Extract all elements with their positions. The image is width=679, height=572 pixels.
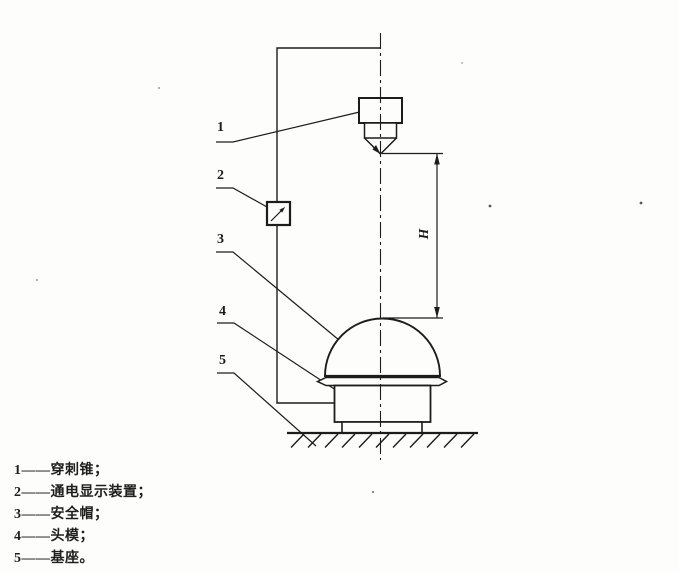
callout-4: 4	[219, 304, 226, 319]
legend-item-3: 3——安全帽；	[14, 507, 109, 522]
legend-item-1: 1——穿刺锥；	[14, 463, 109, 478]
helmet-dome	[324, 317, 441, 377]
callout-2: 2	[217, 168, 224, 183]
base-pedestal	[341, 421, 423, 434]
legend: 1——穿刺锥； 2——通电显示装置； 3——安全帽； 4——头模； 5——基座。	[14, 462, 152, 572]
headform	[333, 384, 432, 423]
scan-specks	[36, 62, 643, 494]
leader-line-1	[216, 109, 369, 143]
leader-line-3	[216, 251, 358, 356]
leader-line-4	[217, 322, 358, 405]
leader-line-5	[217, 372, 317, 447]
meter-needle-icon	[270, 207, 285, 222]
arrow-up-icon	[434, 153, 440, 165]
leader-line-2	[216, 187, 268, 208]
ground-hatching	[290, 433, 475, 448]
dimension-label-h: H	[416, 228, 431, 240]
legend-item-4: 4——头模；	[14, 529, 94, 544]
legend-item-5: 5——基座。	[14, 551, 94, 566]
callout-5: 5	[219, 353, 226, 368]
cone-tip	[372, 145, 381, 154]
drop-height-dimension	[382, 152, 443, 319]
legend-item-2: 2——通电显示装置；	[14, 485, 152, 500]
callout-3: 3	[217, 232, 224, 247]
arrow-down-icon	[434, 307, 440, 318]
callout-1: 1	[217, 120, 224, 135]
helmet-brim	[315, 376, 449, 387]
